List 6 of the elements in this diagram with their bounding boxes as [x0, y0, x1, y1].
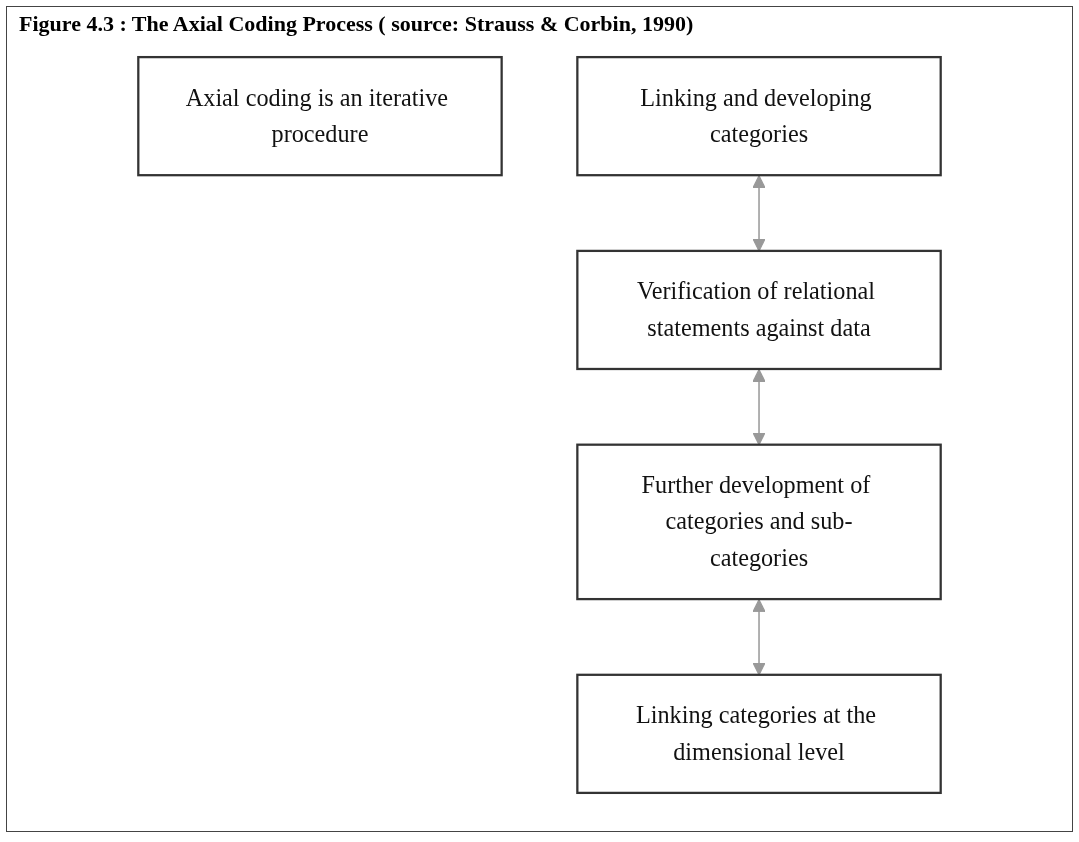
node-box: Further development of categories and sub-categories [576, 443, 942, 601]
node-box: Verification of relational statements against data [576, 249, 942, 371]
node-box: Linking and developing categories [576, 55, 942, 177]
node-box: Axial coding is an iterative procedure [137, 55, 503, 177]
node-box: Linking categories at the dimensional level [576, 673, 942, 795]
figure-title: Figure 4.3 : The Axial Coding Process ( source: Strauss & Corbin, 1990) [19, 11, 695, 37]
